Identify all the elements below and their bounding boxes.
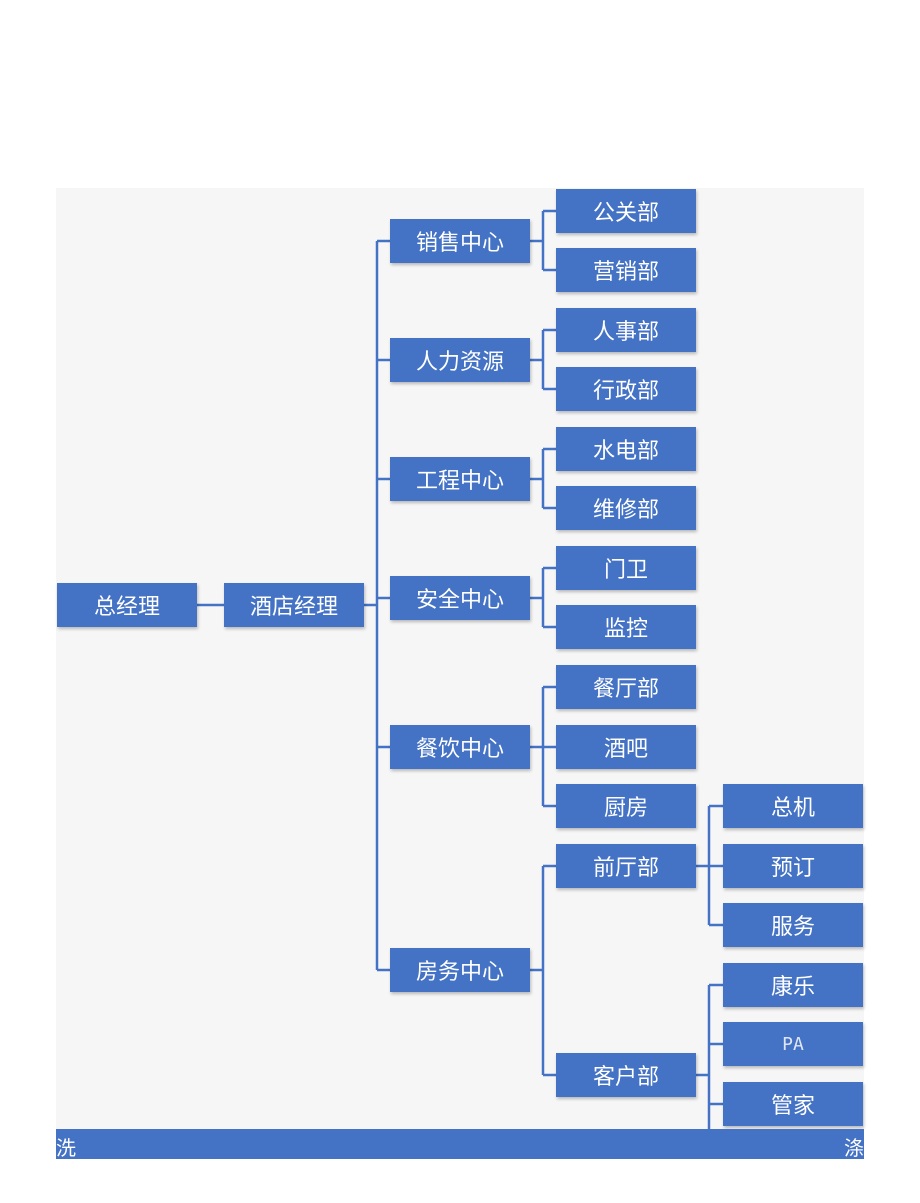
node-marketing-dept: 营销部 [556, 248, 696, 292]
node-bar: 酒吧 [556, 725, 696, 769]
node-housekeeper: 管家 [723, 1082, 863, 1126]
node-service: 服务 [723, 903, 863, 947]
node-engineering-center: 工程中心 [390, 457, 530, 501]
node-kitchen: 厨房 [556, 784, 696, 828]
node-security-center: 安全中心 [390, 576, 530, 620]
node-housekeeping-center: 房务中心 [390, 948, 530, 992]
node-monitoring: 监控 [556, 605, 696, 649]
node-hr-center: 人力资源 [390, 338, 530, 382]
node-general-manager: 总经理 [57, 583, 197, 627]
node-guest-dept: 客户部 [556, 1053, 696, 1097]
node-utilities-dept: 水电部 [556, 427, 696, 471]
node-front-office-dept: 前厅部 [556, 844, 696, 888]
node-pa: PA [723, 1022, 863, 1066]
node-maintenance-dept: 维修部 [556, 486, 696, 530]
node-restaurant-dept: 餐厅部 [556, 665, 696, 709]
node-food-center: 餐饮中心 [390, 725, 530, 769]
node-reservation: 预订 [723, 844, 863, 888]
laundry-label-left: 洗 [56, 1136, 76, 1160]
node-pr-dept: 公关部 [556, 189, 696, 233]
node-operator: 总机 [723, 784, 863, 828]
node-personnel-dept: 人事部 [556, 308, 696, 352]
node-sales-center: 销售中心 [390, 219, 530, 263]
laundry-label-right: 涤 [844, 1136, 864, 1160]
node-guard: 门卫 [556, 546, 696, 590]
laundry-bar: 洗 涤 [56, 1129, 864, 1160]
node-hotel-manager: 酒店经理 [224, 583, 364, 627]
node-admin-dept: 行政部 [556, 367, 696, 411]
node-recreation: 康乐 [723, 963, 863, 1007]
